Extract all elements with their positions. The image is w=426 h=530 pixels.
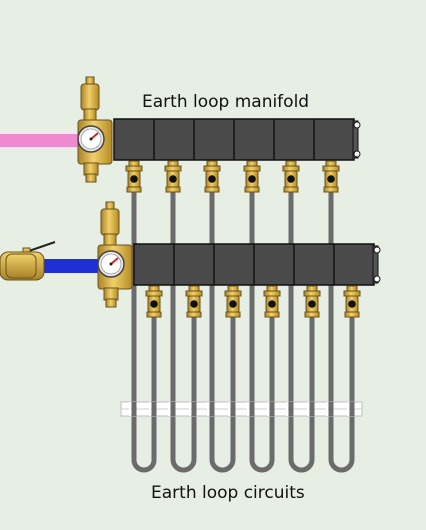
loop-pipe-segment xyxy=(230,402,236,416)
loop-pipe xyxy=(209,189,236,473)
ball-valve-icon xyxy=(0,241,56,281)
loop-pipe xyxy=(328,189,355,473)
loop-pipe-segment xyxy=(191,402,197,416)
flow-meter-icon xyxy=(203,160,221,193)
gauge-icon xyxy=(97,250,125,278)
loop-pipe-segment xyxy=(309,402,315,416)
loop-pipe xyxy=(288,189,315,473)
flow-meter-icon xyxy=(322,160,340,193)
lower-port-valves xyxy=(145,285,361,318)
loop-pipe-segment xyxy=(328,402,334,416)
flow-meter-icon xyxy=(343,285,361,318)
flow-meter-icon xyxy=(303,285,321,318)
flow-meter-icon xyxy=(282,160,300,193)
flow-meter-icon xyxy=(263,285,281,318)
loop-pipe-segment xyxy=(269,402,275,416)
loop-pipe xyxy=(249,189,275,473)
flow-meter-icon xyxy=(125,160,143,193)
return-pipe xyxy=(40,259,102,273)
upper-port-valves xyxy=(125,160,340,193)
loop-pipe-segment xyxy=(170,402,176,416)
manifold-label: Earth loop manifold xyxy=(142,92,310,112)
loop-pipe-segment xyxy=(209,402,215,416)
loop-pipes-through-band xyxy=(129,402,355,416)
lower-manifold xyxy=(133,243,381,286)
loop-pipe xyxy=(131,189,157,473)
ground-band xyxy=(120,401,363,417)
loop-pipe xyxy=(170,189,197,473)
loop-pipe-segment xyxy=(131,402,137,416)
loop-pipe-segment xyxy=(288,402,294,416)
end-cap-icon xyxy=(352,120,361,159)
upper-manifold xyxy=(113,118,361,161)
flow-meter-icon xyxy=(185,285,203,318)
loop-pipe-segment xyxy=(151,402,157,416)
loop-pipe-segment xyxy=(349,402,355,416)
air-vent-icon xyxy=(100,201,120,247)
flow-meter-icon xyxy=(224,285,242,318)
flow-meter-icon xyxy=(243,160,261,193)
end-cap-icon xyxy=(372,245,381,284)
air-vent-icon xyxy=(80,76,100,122)
gauge-icon xyxy=(77,125,105,153)
lower-inlet-assembly xyxy=(97,201,133,308)
flow-meter-icon xyxy=(164,160,182,193)
circuits-label: Earth loop circuits xyxy=(151,483,305,503)
supply-pipe xyxy=(0,134,80,147)
upper-inlet-assembly xyxy=(77,76,113,183)
earth-loop-circuits xyxy=(131,189,355,473)
flow-meter-icon xyxy=(145,285,163,318)
loop-pipe-segment xyxy=(249,402,255,416)
